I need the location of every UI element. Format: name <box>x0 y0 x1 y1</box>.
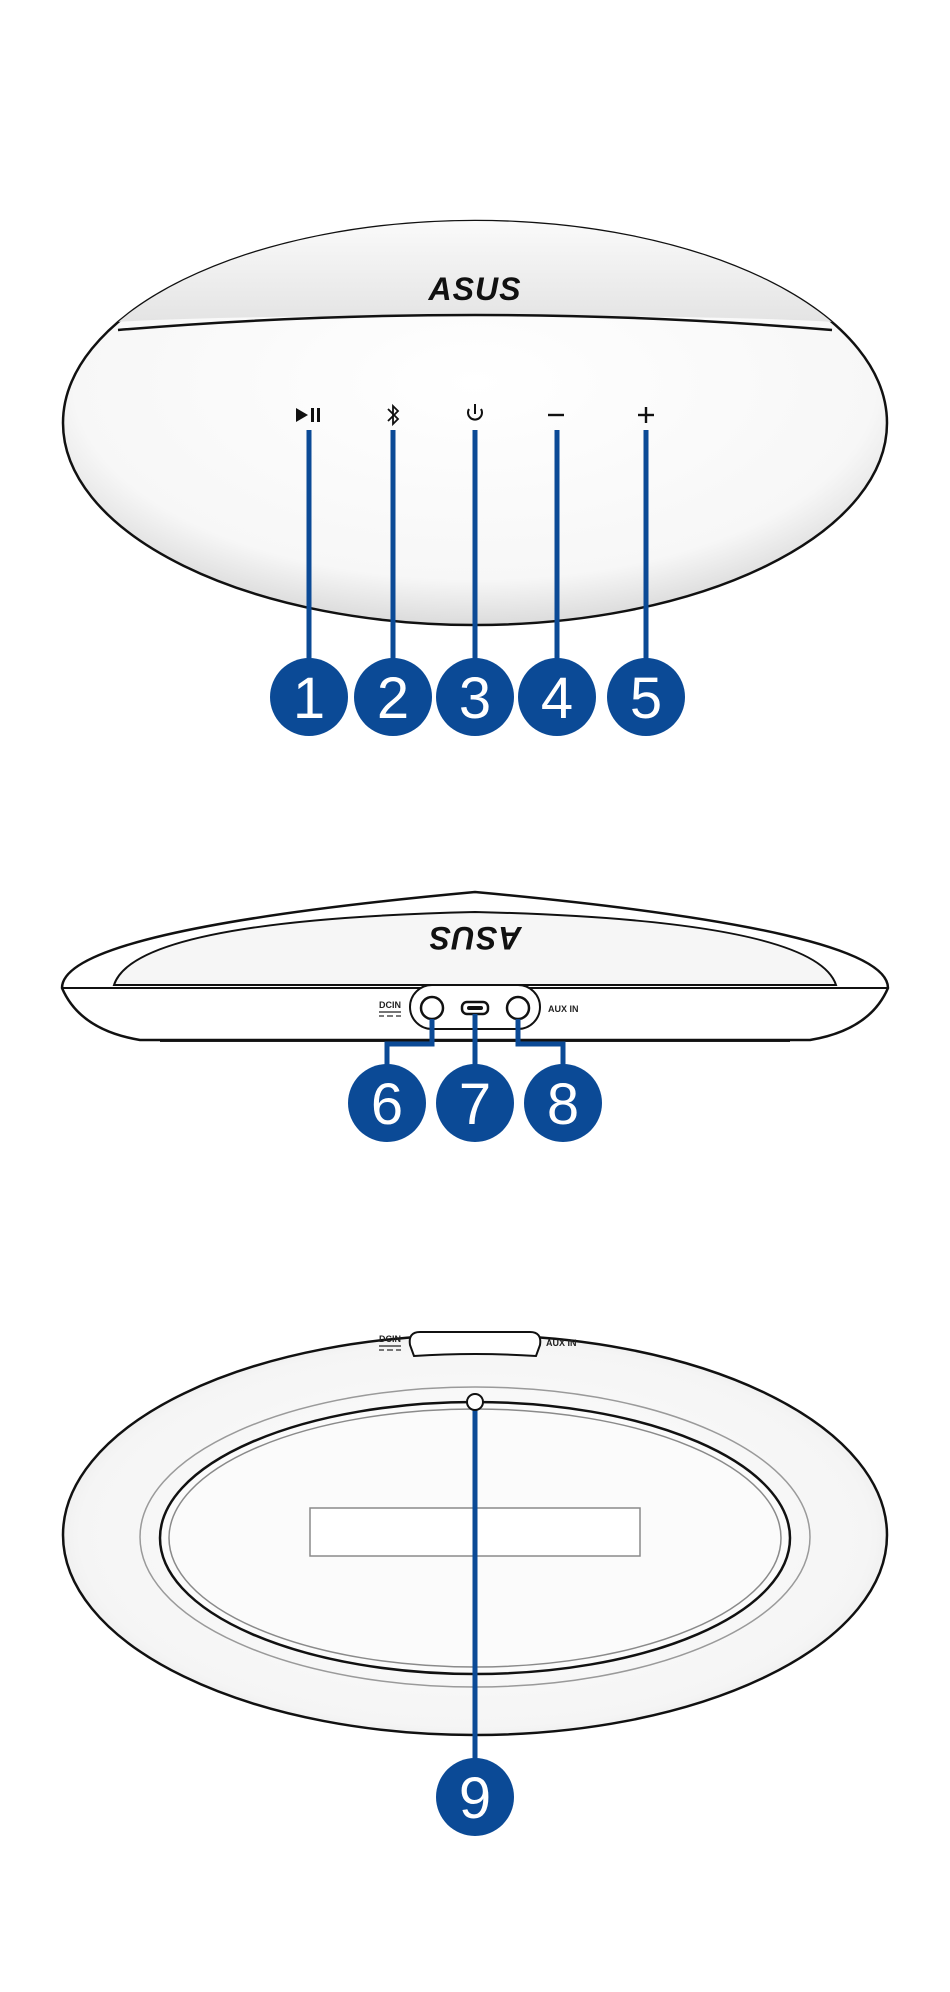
bottom-aux-in-label: AUX IN <box>546 1338 577 1348</box>
svg-text:DCIN: DCIN <box>379 1000 401 1010</box>
top-view: ASUS 1 <box>40 200 910 736</box>
rear-view: ASUS DCIN AUX IN <box>62 892 888 1142</box>
callout-4: 4 <box>518 658 596 736</box>
dc-in-port-icon[interactable] <box>421 997 443 1019</box>
callout-5: 5 <box>607 658 685 736</box>
bottom-view: DCIN AUX IN 9 <box>63 1332 887 1836</box>
callout-2: 2 <box>354 658 432 736</box>
svg-text:2: 2 <box>377 666 409 731</box>
svg-text:9: 9 <box>459 1766 491 1831</box>
svg-text:ASUS: ASUS <box>429 920 523 956</box>
callout-7: 7 <box>436 1064 514 1142</box>
callout-3: 3 <box>436 658 514 736</box>
brand-logo: ASUS <box>428 271 522 307</box>
svg-text:1: 1 <box>293 666 325 731</box>
svg-text:7: 7 <box>459 1072 491 1137</box>
aux-in-label: AUX IN <box>548 1004 579 1014</box>
callout-1: 1 <box>270 658 348 736</box>
callout-8: 8 <box>524 1064 602 1142</box>
speaker-top-shell <box>40 200 910 330</box>
svg-text:6: 6 <box>371 1072 403 1137</box>
bottom-port-notch <box>410 1332 541 1356</box>
micro-usb-port-icon[interactable] <box>462 1002 488 1014</box>
svg-text:8: 8 <box>547 1072 579 1137</box>
svg-text:5: 5 <box>630 666 662 731</box>
svg-text:4: 4 <box>541 666 573 731</box>
svg-text:DCIN: DCIN <box>379 1334 401 1344</box>
callout-6: 6 <box>348 1064 426 1142</box>
aux-in-port-icon[interactable] <box>507 997 529 1019</box>
reset-pinhole-icon[interactable] <box>467 1394 483 1410</box>
svg-text:3: 3 <box>459 666 491 731</box>
brand-logo-mirrored: ASUS <box>429 920 523 956</box>
callout-9: 9 <box>436 1758 514 1836</box>
